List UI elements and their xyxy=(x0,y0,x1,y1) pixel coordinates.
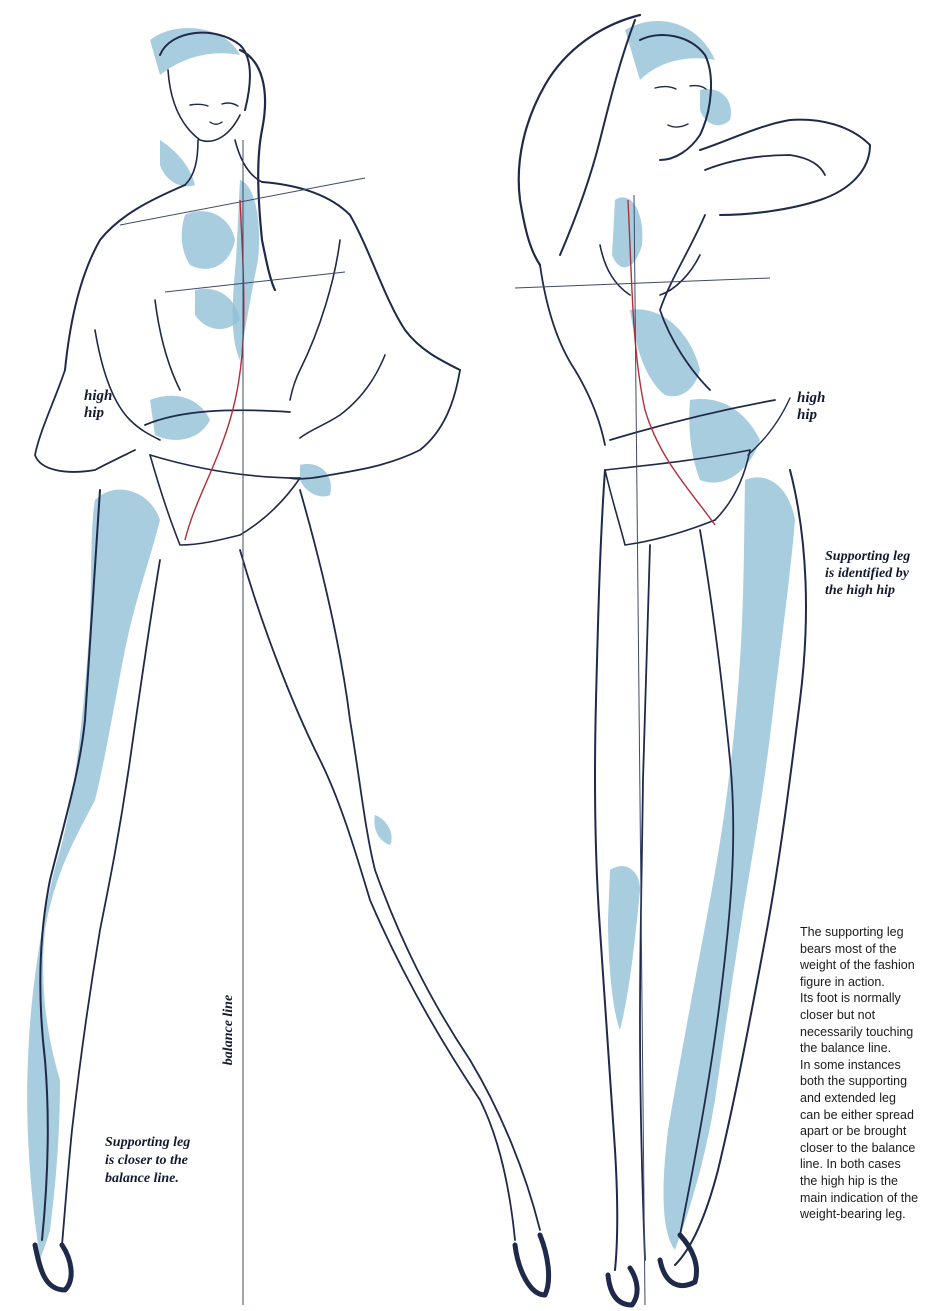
high-hip-label-left: high hip xyxy=(84,388,112,422)
supporting-leg-note-left: Supporting leg is closer to the balance … xyxy=(105,1134,190,1188)
supporting-leg-description: The supporting leg bears most of the wei… xyxy=(800,924,940,1223)
right-bust-line xyxy=(515,278,770,288)
right-figure-shading xyxy=(608,21,795,1250)
left-figure xyxy=(27,28,548,1295)
high-hip-label-right: high hip xyxy=(797,390,825,424)
balance-line-label: balance line xyxy=(221,995,237,1065)
supporting-leg-note-right: Supporting leg is identified by the high… xyxy=(825,548,940,599)
left-figure-shading xyxy=(27,28,391,1270)
